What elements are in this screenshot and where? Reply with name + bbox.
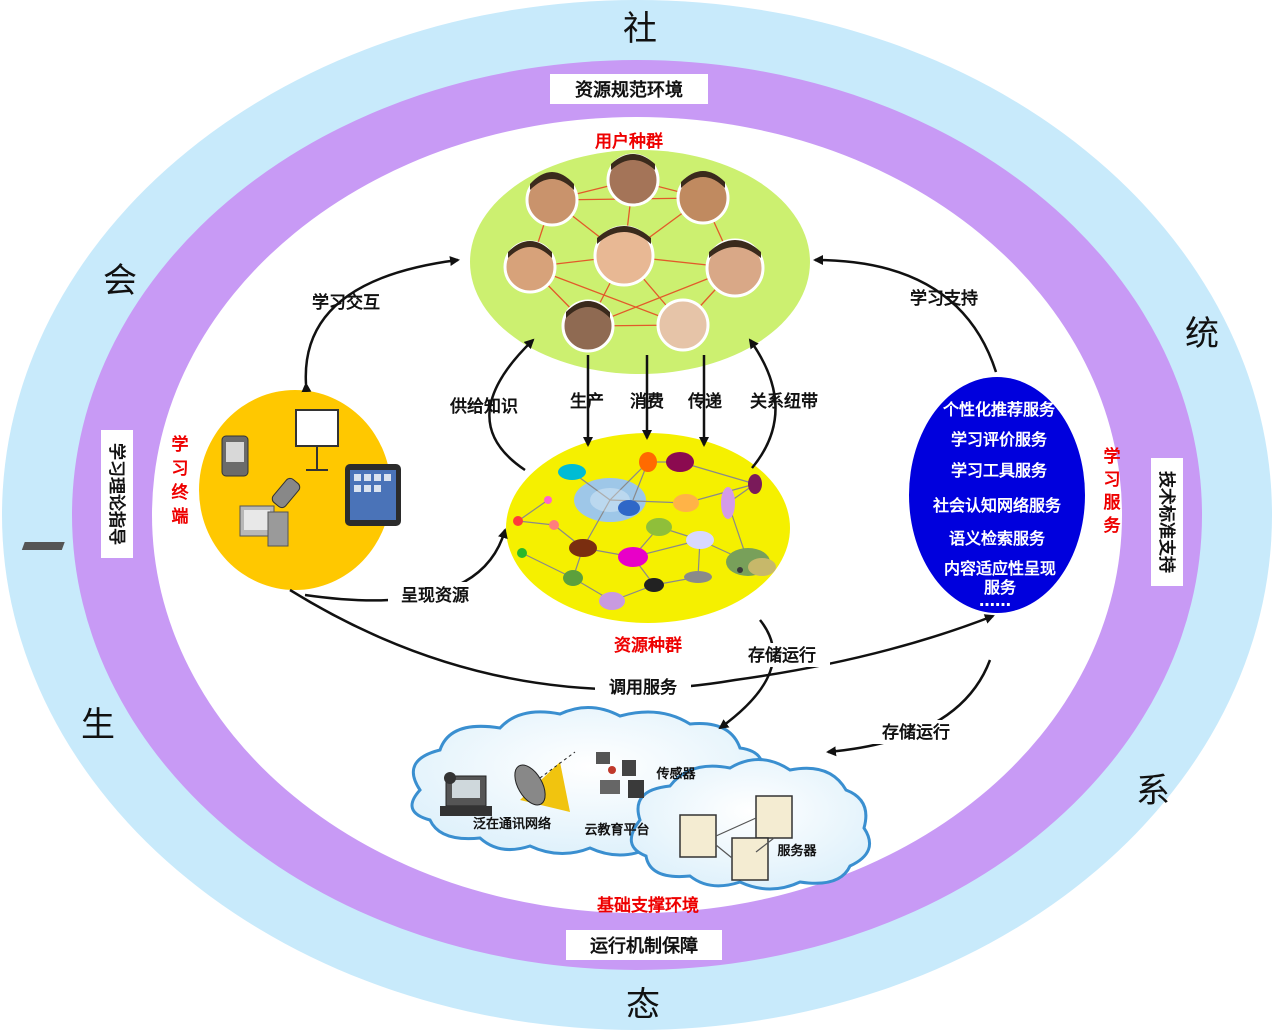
bottom-box	[566, 930, 722, 960]
user-population-title: 用户种群	[595, 131, 663, 152]
right-box-label: 技术标准支持	[1156, 471, 1177, 573]
learning-service-title-line2: 习	[1104, 470, 1121, 490]
bottom-box-label: 运行机制保障	[590, 935, 698, 957]
ring-char-right-upper: 统	[1185, 314, 1219, 354]
arrow-invoke-service	[289, 588, 995, 691]
sensor-label: 传感器	[655, 766, 696, 782]
satellite-dish-icon	[514, 751, 576, 812]
server-icon	[679, 795, 793, 881]
service-item: 内容适应性呈现	[944, 559, 1056, 578]
left-box	[101, 430, 133, 558]
projector-screen-icon	[295, 409, 339, 447]
learning-service-title-line1: 学	[1104, 446, 1121, 467]
learning-service-title-line4: 务	[1104, 515, 1122, 536]
ring-char-left-lower: 生	[81, 705, 115, 745]
sensor-icon	[596, 752, 644, 798]
resource-network	[513, 452, 776, 610]
service-item: ……	[979, 591, 1011, 610]
terminal-devices	[21, 409, 401, 550]
arrow-learning-interaction	[301, 256, 460, 393]
label-invoke-service: 调用服务	[609, 677, 678, 698]
label-transmit: 传递	[687, 391, 722, 412]
service-item: 学习工具服务	[951, 461, 1048, 480]
infrastructure-devices	[440, 751, 793, 881]
learning-terminal-title-line2: 习	[172, 459, 189, 479]
label-store-run-2: 存储运行	[882, 722, 950, 743]
left-box-label: 学习理论指导	[106, 443, 127, 545]
service-item: 社会认知网络服务	[932, 496, 1062, 515]
ring-char-bottom: 态	[626, 985, 660, 1025]
arrow-store-run-1	[718, 619, 775, 730]
arrow-supply-knowledge	[488, 338, 535, 472]
user-avatars	[503, 153, 765, 353]
service-item: 服务	[984, 578, 1017, 597]
service-item: 个性化推荐服务	[942, 400, 1056, 419]
learning-terminal-title-line4: 端	[172, 506, 189, 527]
label-relation-tie: 关系纽带	[750, 391, 818, 412]
phone-icon	[271, 477, 301, 509]
ring-char-right-lower: 系	[1136, 771, 1170, 811]
label-learning-interaction: 学习交互	[312, 292, 380, 313]
ring-char-top: 社	[623, 9, 657, 49]
service-list: 个性化推荐服务 学习评价服务 学习工具服务 社会认知网络服务 语义检索服务 内容…	[932, 400, 1062, 610]
right-box	[1151, 458, 1183, 586]
resource-population-title: 资源种群	[614, 635, 682, 656]
learning-service-ellipse	[909, 377, 1085, 613]
service-item: 语义检索服务	[949, 529, 1046, 548]
ring-char-left-upper: 会	[103, 261, 137, 301]
platform-label: 云教育平台	[584, 822, 649, 838]
service-item: 学习评价服务	[951, 430, 1048, 449]
label-produce: 生产	[570, 391, 604, 412]
label-learning-support: 学习支持	[910, 288, 978, 309]
label-supply-knowledge: 供给知识	[449, 396, 518, 417]
label-consume: 消费	[630, 391, 664, 412]
learning-terminal-title-line3: 终	[172, 482, 190, 503]
server-label: 服务器	[777, 843, 817, 859]
arrow-relation-tie	[748, 338, 777, 469]
learning-service-title-line3: 服	[1104, 493, 1122, 513]
avatar	[656, 298, 710, 352]
top-box	[550, 74, 708, 104]
network-label: 泛在通讯网络	[473, 816, 551, 832]
learning-terminal-title-line1: 学	[172, 434, 189, 455]
top-box-label: 资源规范环境	[575, 79, 683, 101]
label-present-resource: 呈现资源	[401, 585, 469, 606]
flow-arrows	[289, 255, 998, 757]
arrow-learning-support	[813, 255, 998, 373]
label-store-run-1: 存储运行	[748, 645, 816, 666]
infrastructure-title: 基础支撑环境	[596, 895, 699, 916]
